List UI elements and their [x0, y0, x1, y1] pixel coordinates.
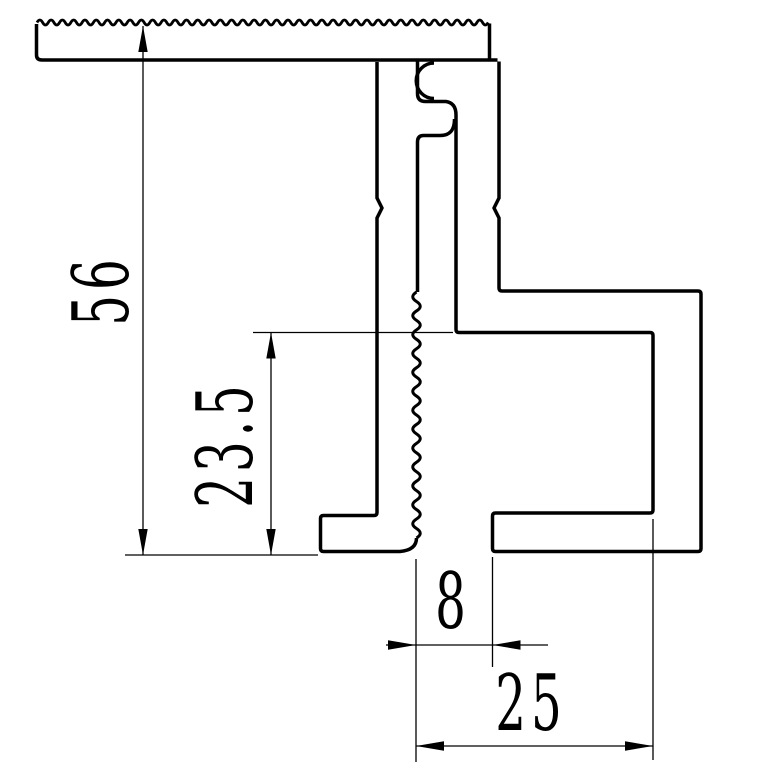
dimension-slot-depth: 23.5: [181, 331, 453, 555]
dim-25-label: 25: [495, 659, 566, 749]
dimension-channel-gap: 8: [386, 557, 548, 762]
web-bottom-foot-and-left-edge: [318, 62, 419, 554]
dimension-base-width: 25: [416, 519, 654, 760]
top-flange-left-and-bottom-edge: [34, 24, 498, 62]
dim-8-label: 8: [435, 557, 471, 647]
dim-56-arrow-down: [138, 529, 148, 555]
dim-235-label: 23.5: [181, 380, 271, 507]
dim-25-arrow-left: [416, 741, 444, 751]
hook-ledge-and-web-right-edge: [415, 118, 457, 292]
hook-inner-arc: [414, 61, 435, 101]
dim-235-arrow-down: [266, 529, 276, 555]
dimension-overall-height: 56: [57, 26, 318, 556]
dim-56-label: 56: [57, 254, 147, 325]
dim-25-arrow-right: [625, 741, 653, 751]
dim-8-arrow-left: [388, 640, 416, 650]
dim-8-arrow-right: [492, 640, 521, 650]
dim-235-arrow-up: [266, 332, 276, 359]
profile-outline: [34, 18, 703, 554]
right-body-outline: [415, 61, 703, 554]
dim-56-arrow-up: [138, 26, 148, 52]
knurled-top-edge: [35, 18, 490, 27]
